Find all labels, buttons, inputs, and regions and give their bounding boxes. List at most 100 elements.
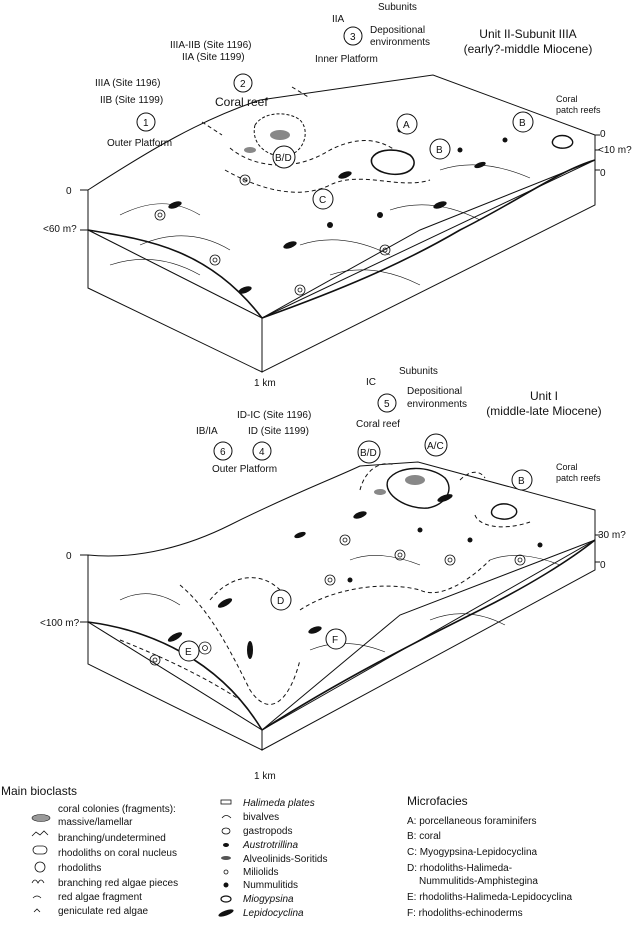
legend-geniculate-red-algae: geniculate red algae — [58, 906, 149, 917]
upper-reef-patch — [370, 149, 415, 176]
legend-bioclasts: Main bioclasts coral colonies (fragments… — [1, 784, 327, 919]
lower-depositional-1: Depositional — [407, 386, 462, 397]
upper-depositional-1: Depositional — [370, 25, 425, 36]
lower-facies-BD: B/D — [360, 448, 377, 459]
upper-patch-reefs-1: Coral — [556, 94, 578, 104]
upper-zone3-env: Inner Platform — [315, 54, 378, 65]
legend-rhodoliths: rhodoliths — [58, 863, 101, 874]
lower-top-surface — [87, 461, 596, 731]
lower-reef-patch — [490, 503, 518, 520]
upper-zone2-env: Coral reef — [215, 95, 268, 109]
upper-rhodoliths — [154, 174, 391, 296]
upper-facies-BD: B/D — [275, 153, 292, 164]
upper-reef-main — [253, 113, 306, 157]
legend-coral-colonies: coral colonies (fragments): — [58, 804, 176, 815]
upper-unit-title-1: Unit II-Subunit IIIA — [479, 27, 576, 41]
upper-profile-line — [87, 229, 263, 319]
upper-facies-C: C — [319, 195, 326, 206]
lower-patch-reefs-2: patch reefs — [556, 473, 601, 483]
legend-massive-lamellar: massive/lamellar — [58, 817, 133, 828]
legend-red-algae-fragment: red algae fragment — [58, 892, 142, 903]
upper-depth-right-mid: <10 m? — [598, 145, 632, 156]
lower-depth-right-bottom: 0 — [600, 560, 606, 571]
lower-facies-F: F — [332, 635, 338, 646]
upper-zone2-num: 2 — [240, 79, 246, 90]
lower-facies-E: E — [185, 647, 192, 658]
lower-zone4-site-2: ID (Site 1199) — [248, 426, 309, 437]
lower-facies-D: D — [277, 596, 284, 607]
upper-block-diagram — [80, 74, 600, 373]
lower-unit-title-1: Unit I — [530, 389, 558, 403]
lower-bioclast-symbols — [167, 475, 543, 659]
upper-zone3-num: 3 — [350, 32, 356, 43]
lower-unit-title-2: (middle-late Miocene) — [486, 404, 601, 418]
lower-subunits-label: Subunits — [399, 366, 438, 377]
legend-rhodoliths-coral-nucleus: rhodoliths on coral nucleus — [58, 848, 177, 859]
upper-depth-left-top: 0 — [66, 186, 72, 197]
upper-facies-B-patch: B — [519, 118, 526, 129]
legend-microfacies-D: D: rhodoliths-Halimeda- — [407, 863, 512, 874]
upper-zone1-num: 1 — [143, 118, 149, 129]
upper-reef-patch-small — [551, 134, 574, 149]
lower-patch-reefs-1: Coral — [556, 462, 578, 472]
legend-miogypsina: Miogypsina — [243, 894, 294, 905]
upper-zone2-site-2: IIA (Site 1199) — [182, 52, 245, 63]
upper-zone2-site-1: IIIA-IIB (Site 1196) — [170, 40, 252, 51]
legend-branching-red-algae: branching red algae pieces — [58, 878, 178, 889]
lower-zone6-sites: IB/IA — [196, 426, 218, 437]
upper-zone1-site-2: IIB (Site 1199) — [100, 95, 163, 106]
upper-unit-title-2: (early?-middle Miocene) — [464, 42, 593, 56]
legend-lepidocyclina: Lepidocyclina — [243, 908, 304, 919]
upper-zone1-env: Outer Platform — [107, 138, 172, 149]
lower-block-diagram — [80, 461, 600, 751]
lower-scale: 1 km — [254, 771, 276, 782]
lower-depth-left-top: 0 — [66, 551, 72, 562]
upper-zone3-sites: IIA — [332, 14, 345, 25]
upper-depth-right-bottom: 0 — [600, 168, 606, 179]
lower-facies-B: B — [518, 476, 525, 487]
legend-microfacies: Microfacies A: porcellaneous foraminifer… — [407, 794, 573, 919]
lower-zone5-num: 5 — [384, 399, 390, 410]
legend-bioclasts-title: Main bioclasts — [1, 784, 77, 798]
lower-labels: Subunits IC Depositional environments 5 … — [40, 366, 626, 782]
upper-zone1-site-1: IIIA (Site 1196) — [95, 78, 160, 89]
upper-depth-right-top: 0 — [600, 129, 606, 140]
legend-microfacies-C: C: Myogypsina-Lepidocyclina — [407, 847, 538, 858]
lower-zone4-num: 4 — [259, 447, 265, 458]
legend-microfacies-A: A: porcellaneous foraminifers — [407, 816, 537, 827]
legend-microfacies-title: Microfacies — [407, 794, 468, 808]
lower-depositional-2: environments — [407, 399, 467, 410]
upper-right-profile — [261, 159, 596, 319]
legend-nummulitids: Nummulitids — [243, 880, 298, 891]
lower-rhodoliths — [149, 534, 526, 666]
upper-depositional-2: environments — [370, 37, 430, 48]
upper-depth-left-bottom: <60 m? — [43, 224, 77, 235]
upper-subunits-label: Subunits — [378, 2, 417, 13]
upper-patch-reefs-2: patch reefs — [556, 105, 601, 115]
legend-alveolinids: Alveolinids-Soritids — [243, 854, 327, 865]
legend-miliolids: Miliolids — [243, 867, 279, 878]
legend-microfacies-F: F: rhodoliths-echinoderms — [407, 908, 523, 919]
legend-microfacies-E: E: rhodoliths-Halimeda-Lepidocyclina — [407, 892, 573, 903]
upper-facies-B: B — [436, 145, 443, 156]
legend-halimeda: Halimeda plates — [243, 798, 315, 809]
legend-austrotrillina: Austrotrillina — [242, 840, 298, 851]
legend-gastropods: gastropods — [243, 826, 292, 837]
lower-depth-right-top: 30 m? — [598, 530, 626, 541]
upper-scale: 1 km — [254, 378, 276, 389]
lower-zone5-sites: IC — [366, 377, 376, 388]
legend-microfacies-D2: Nummulitids-Amphistegina — [419, 876, 538, 887]
lower-zone6-num: 6 — [220, 447, 226, 458]
legend-microfacies-B: B: coral — [407, 831, 441, 842]
legend-branching-undetermined: branching/undetermined — [58, 833, 166, 844]
upper-facies-A: A — [403, 120, 410, 131]
legend-bivalves: bivalves — [243, 812, 279, 823]
lower-zone4-site-1: ID-IC (Site 1196) — [237, 410, 311, 421]
upper-labels: Subunits IIA Depositional environments 3… — [43, 2, 632, 389]
lower-facies-AC: A/C — [427, 441, 444, 452]
lower-depth-left-bottom: <100 m? — [40, 618, 80, 629]
lower-zone5-env: Coral reef — [356, 419, 400, 430]
lower-zone4-env: Outer Platform — [212, 464, 277, 475]
